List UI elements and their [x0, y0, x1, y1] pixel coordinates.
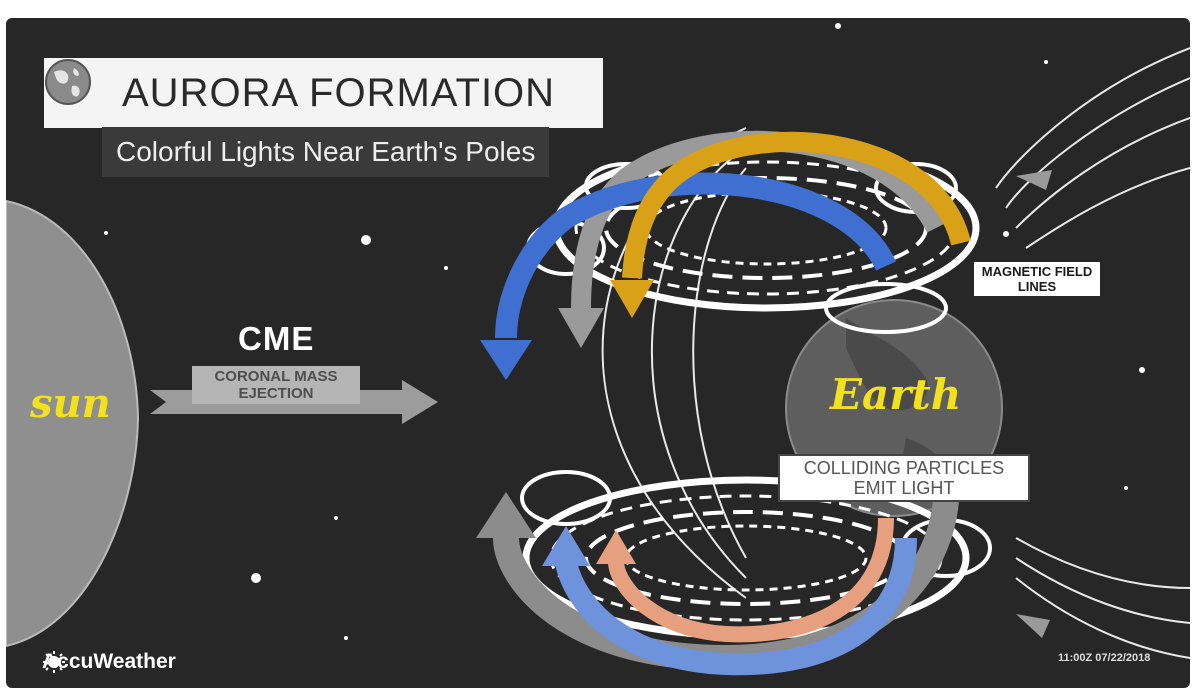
sun-body: [6, 199, 140, 648]
cme-label: CME: [238, 320, 315, 357]
sun-logo-icon: [43, 651, 65, 673]
aurora-scene: AURORA FORMATION Colorful Lights Near Ea…: [6, 18, 1190, 688]
cme-description: CORONAL MASS EJECTION: [214, 368, 338, 402]
subtitle-banner: Colorful Lights Near Earth's Poles: [102, 127, 550, 177]
sun-label: sun: [30, 380, 111, 427]
particle-arrows-bottom: [476, 466, 960, 676]
page-title: AURORA FORMATION: [122, 70, 556, 115]
page-subtitle: Colorful Lights Near Earth's Poles: [116, 136, 536, 167]
field-line-arrows: [1016, 170, 1052, 638]
magnetic-field-label: MAGNETIC FIELD LINES: [974, 262, 1100, 296]
timestamp: 11:00Z 07/22/2018: [1058, 652, 1151, 664]
earth-label: Earth: [830, 370, 962, 419]
brand-logo: AccuWeather: [42, 650, 176, 674]
particle-arrows-top: [480, 130, 971, 380]
globe-icon: [45, 59, 91, 105]
title-banner: AURORA FORMATION: [44, 58, 604, 128]
cme-arrow: [150, 366, 438, 424]
brand-name: AccuWeather: [42, 650, 176, 673]
colliding-particles-label: COLLIDING PARTICLES EMIT LIGHT: [778, 454, 1030, 502]
